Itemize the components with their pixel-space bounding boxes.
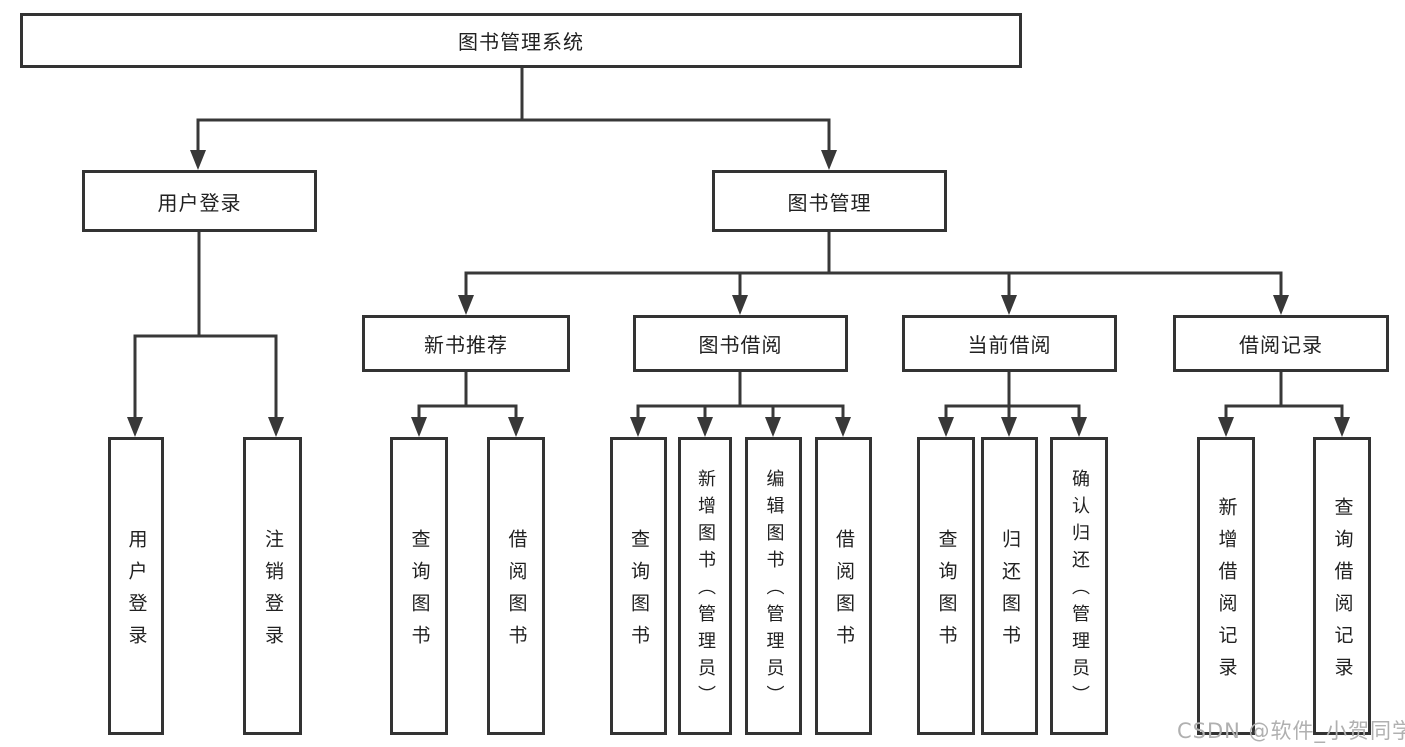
- leaf-edit-book-admin-label: 编辑图书（管理员）: [763, 469, 785, 712]
- leaf-query-borrow-record-label: 查询借阅记录: [1331, 496, 1354, 689]
- leaf-query-books-recommend: 查询图书: [390, 437, 448, 735]
- node-current-borrow-label: 当前借阅: [967, 333, 1052, 357]
- leaf-add-borrow-record: 新增借阅记录: [1197, 437, 1255, 735]
- node-book-borrow-label: 图书借阅: [698, 333, 783, 357]
- leaf-add-book-admin-label: 新增图书（管理员）: [695, 469, 716, 712]
- leaf-edit-book-admin: 编辑图书（管理员）: [745, 437, 802, 735]
- leaf-query-books-current-label: 查询图书: [935, 528, 958, 657]
- node-book-management: 图书管理: [712, 170, 947, 232]
- watermark: CSDN @软件_小贺同学: [1177, 719, 1405, 743]
- leaf-borrow-books-recommend: 借阅图书: [487, 437, 545, 735]
- node-borrow-records: 借阅记录: [1173, 315, 1389, 372]
- leaf-return-books-label: 归还图书: [999, 528, 1021, 657]
- leaf-query-books-recommend-label: 查询图书: [408, 528, 431, 657]
- node-book-management-label: 图书管理: [787, 190, 872, 215]
- node-new-book-recommend: 新书推荐: [362, 315, 570, 372]
- leaf-logout: 注销登录: [243, 437, 302, 735]
- leaf-confirm-return-admin: 确认归还（管理员）: [1050, 437, 1108, 735]
- node-current-borrow: 当前借阅: [902, 315, 1117, 372]
- leaf-query-books-borrow: 查询图书: [610, 437, 667, 735]
- node-user-login: 用户登录: [82, 170, 317, 232]
- leaf-query-books-current: 查询图书: [917, 437, 975, 735]
- leaf-borrow-books-borrow-label: 借阅图书: [833, 528, 855, 657]
- node-library-system: 图书管理系统: [20, 13, 1022, 68]
- node-new-book-recommend-label: 新书推荐: [424, 333, 508, 357]
- leaf-query-borrow-record: 查询借阅记录: [1313, 437, 1371, 735]
- leaf-return-books: 归还图书: [981, 437, 1038, 735]
- leaf-confirm-return-admin-label: 确认归还（管理员）: [1069, 469, 1090, 712]
- leaf-borrow-books-borrow: 借阅图书: [815, 437, 872, 735]
- leaf-user-login: 用户登录: [108, 437, 164, 735]
- node-library-system-label: 图书管理系统: [458, 30, 584, 54]
- leaf-user-login-label: 用户登录: [125, 528, 148, 657]
- leaf-query-books-borrow-label: 查询图书: [628, 528, 650, 657]
- leaf-add-borrow-record-label: 新增借阅记录: [1215, 496, 1238, 689]
- leaf-logout-label: 注销登录: [262, 528, 284, 657]
- node-book-borrow: 图书借阅: [633, 315, 848, 372]
- node-borrow-records-label: 借阅记录: [1239, 333, 1323, 357]
- leaf-add-book-admin: 新增图书（管理员）: [678, 437, 732, 735]
- node-user-login-label: 用户登录: [157, 190, 242, 215]
- leaf-borrow-books-recommend-label: 借阅图书: [505, 528, 528, 657]
